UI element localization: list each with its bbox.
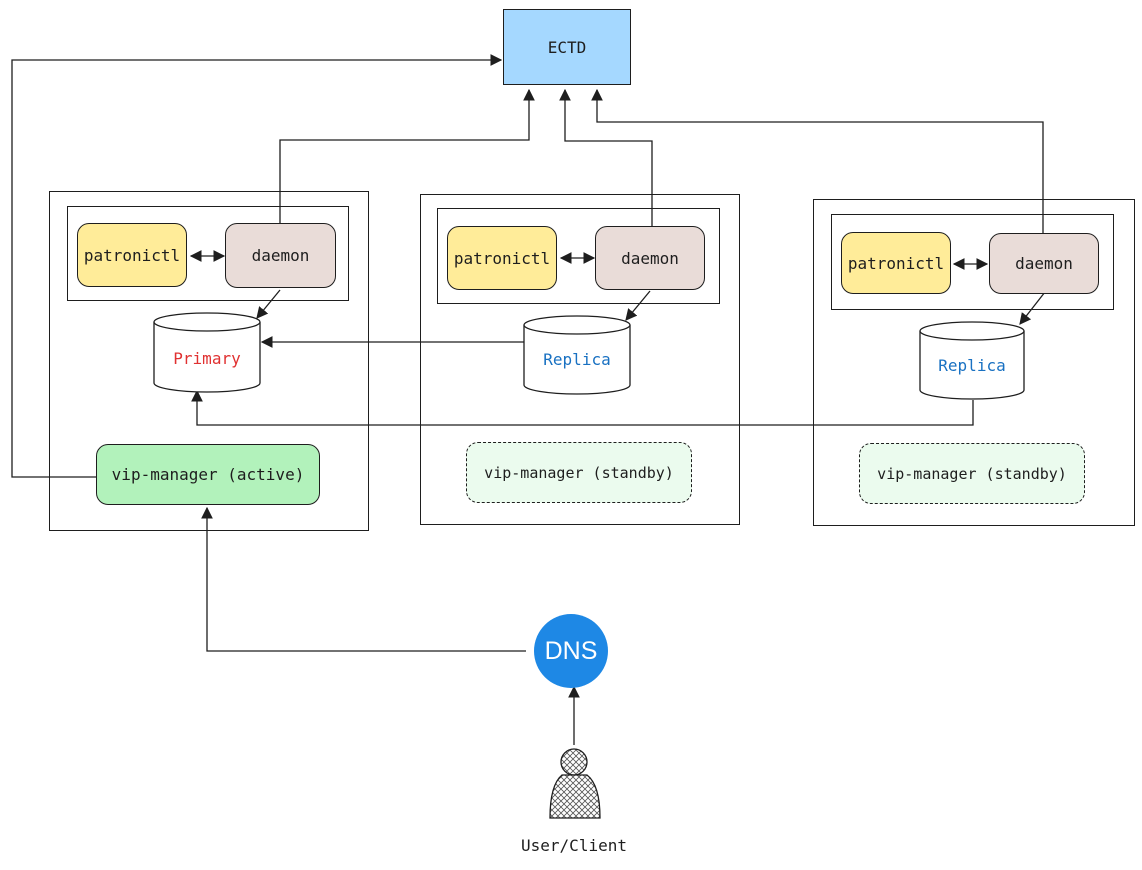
edge-daemon3-db bbox=[1019, 291, 1046, 325]
edge-vip-etcd bbox=[11, 54, 503, 478]
daemon-label-3: daemon bbox=[1015, 254, 1073, 273]
patronictl-label-3: patronictl bbox=[847, 253, 945, 273]
daemon-3: daemon bbox=[989, 233, 1099, 294]
patroni-group-2 bbox=[437, 208, 720, 304]
edge-dns-vip bbox=[201, 506, 526, 652]
patroni-group-3 bbox=[831, 214, 1114, 310]
vip-manager-active-label: vip-manager (active) bbox=[111, 465, 305, 484]
edge-daemon1-etcd bbox=[279, 88, 535, 224]
daemon-label-2: daemon bbox=[621, 248, 679, 268]
etcd-node: ECTD bbox=[503, 9, 631, 85]
daemon-label-1: daemon bbox=[251, 246, 310, 265]
replica-db-label-2: Replica bbox=[938, 356, 1006, 375]
user-client-label: User/Client bbox=[521, 836, 627, 855]
patronictl-2: patronictl bbox=[447, 226, 557, 290]
node-primary bbox=[49, 191, 369, 531]
user-icon bbox=[549, 748, 601, 819]
replica-db-label-1: Replica bbox=[543, 350, 611, 369]
patronictl-3: patronictl bbox=[841, 232, 951, 294]
vip-manager-standby-2: vip-manager (standby) bbox=[859, 443, 1085, 504]
daemon-1: daemon bbox=[225, 223, 336, 288]
patronictl-label-1: patronictl bbox=[83, 245, 181, 265]
patronictl-label-2: patronictl bbox=[453, 248, 551, 268]
vip-manager-active: vip-manager (active) bbox=[96, 444, 320, 505]
replica-database-2 bbox=[919, 321, 1025, 400]
edge-replica2-primary bbox=[191, 389, 974, 426]
vip-manager-standby-label-2: vip-manager (standby) bbox=[877, 464, 1067, 483]
vip-manager-standby-label-1: vip-manager (standby) bbox=[484, 463, 674, 482]
primary-database bbox=[153, 312, 261, 393]
dns-node: DNS bbox=[534, 614, 608, 688]
edge-daemon3-etcd bbox=[591, 88, 1044, 233]
etcd-label: ECTD bbox=[547, 37, 587, 57]
replica-database-1 bbox=[523, 315, 631, 395]
vip-manager-standby-1: vip-manager (standby) bbox=[466, 442, 692, 503]
patronictl-1: patronictl bbox=[77, 223, 187, 287]
edge-daemon2-db bbox=[625, 290, 651, 321]
edge-daemon1-db bbox=[256, 289, 281, 319]
dns-label: DNS bbox=[544, 636, 598, 665]
patroni-group-1 bbox=[67, 206, 349, 301]
primary-db-label: Primary bbox=[173, 349, 241, 368]
edge-daemon2-etcd bbox=[559, 88, 653, 226]
daemon-2: daemon bbox=[595, 226, 705, 290]
node-replica-1 bbox=[420, 194, 740, 525]
node-replica-2 bbox=[813, 199, 1135, 526]
